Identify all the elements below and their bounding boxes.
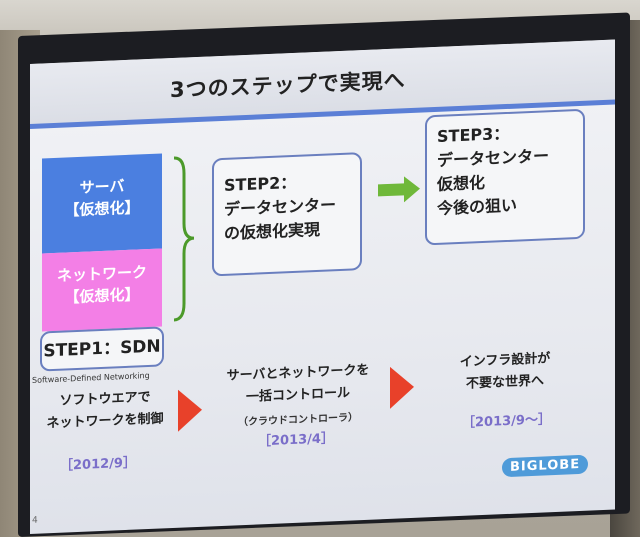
green-arrow-icon [378,176,420,203]
bottom-col3-text: インフラ設計が 不要な世界へ [430,347,580,397]
bottom-col2-text: サーバとネットワークを 一括コントロール [208,359,388,411]
bottom-col1-line2: ネットワークを制御 [46,411,164,432]
slide: 3つのステップで実現へ サーバ 【仮想化】 ネットワーク 【仮想化】 STEP1… [30,39,615,535]
page-number: 4 [32,515,38,526]
step3-box: STEP3： データセンター 仮想化 今後の狙い [425,108,585,246]
step1-label: STEP1：SDN [43,336,161,362]
bottom-col1-text: ソフトウエアで ネットワークを制御 [40,386,170,435]
brace-icon [173,156,195,322]
slide-title: 3つのステップで実現へ [170,68,406,103]
bottom-col2-date: ［2013/4］ [258,431,334,450]
red-arrow-icon-2 [390,366,414,409]
server-virtualization-label: 【仮想化】 [64,198,140,220]
step1-subtitle: Software-Defined Networking [32,370,150,385]
step3-line4: 今後の狙い [437,195,518,218]
server-block: サーバ 【仮想化】 [42,153,162,254]
step1-box: STEP1：SDN [40,326,164,372]
bottom-col3-date: ［2013/9～］ [462,412,551,431]
step2-line3: の仮想化実現 [224,219,321,243]
bottom-col1-date: ［2012/9］ [60,455,136,474]
red-arrow-icon-1 [178,389,202,432]
biglobe-logo: BIGLOBE [502,454,589,478]
network-block: ネットワーク 【仮想化】 [42,248,162,332]
step2-box: STEP2： データセンター の仮想化実現 [212,152,362,277]
bottom-col2-note: （クラウドコントローラ） [238,412,358,429]
